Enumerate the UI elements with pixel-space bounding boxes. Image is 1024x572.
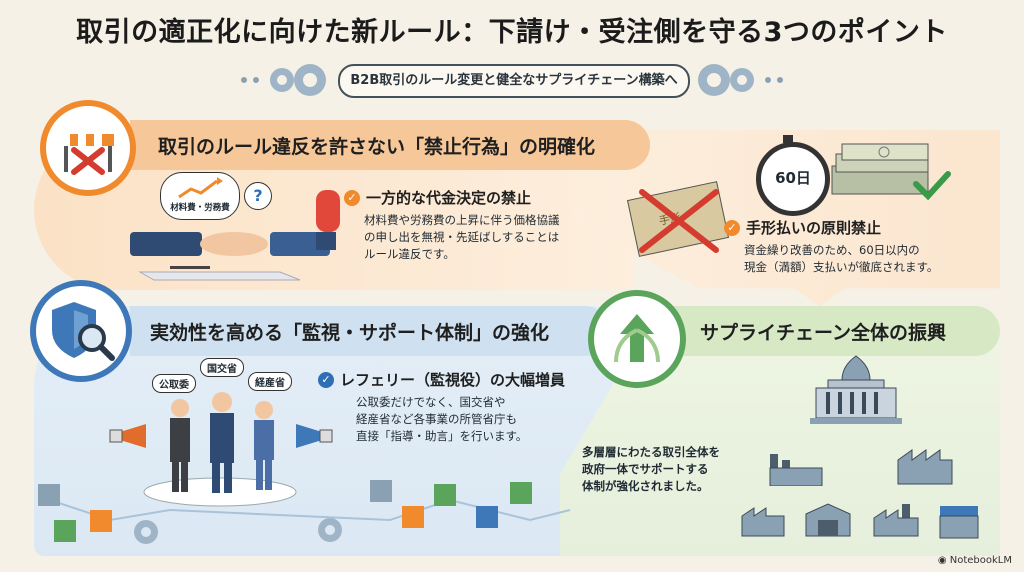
agency-tag: 国交省	[200, 358, 244, 377]
question-bubble: ?	[244, 182, 272, 210]
agency-tag: 経産省	[248, 372, 292, 391]
check-icon: ✓	[344, 190, 360, 206]
notebooklm-logo-icon: ◉	[937, 555, 950, 566]
store-icon	[939, 506, 979, 539]
handshake-illustration	[130, 190, 340, 281]
network-blocks-illustration	[38, 480, 571, 544]
page-title: 取引の適正化に向けた新ルール：下請け・受注側を守る3つのポイント	[76, 17, 948, 48]
point-body-pricing: 材料費や労務費の上昇に伴う価格協議 の申し出を無視・先延ばしすることは ルール違…	[364, 213, 560, 261]
timer-label: 60日	[775, 169, 811, 187]
chart-up-icon	[178, 177, 223, 199]
thought-bubble: 材料費・労務費	[160, 172, 240, 220]
supply-chain-body: 多層層にわたる取引全体を 政府一体でサポートする 体制が強化されました。	[582, 445, 720, 493]
factory-icon	[741, 507, 785, 537]
agency-tag: 公取委	[152, 374, 196, 393]
factory-icon	[873, 504, 919, 537]
point-body-bills: 資金繰り改善のため、60日以内の 現金（満額）支払いが徹底されます。	[744, 243, 939, 274]
cross-icon	[639, 189, 719, 253]
point-title-pricing: 一方的な代金決定の禁止	[366, 189, 532, 207]
check-icon: ✓	[318, 372, 334, 388]
checkmark-icon	[913, 171, 951, 200]
point-body-referees: 公取委だけでなく、国交省や 経産省など各事業の所管省庁も 直接「指導・助言」を行…	[356, 395, 528, 443]
bubble-label: 材料費・労務費	[170, 203, 230, 213]
gear-decoration	[241, 64, 783, 96]
section-header-band	[660, 306, 1000, 356]
warehouse-icon	[805, 503, 851, 537]
referees-illustration	[109, 392, 333, 507]
section-heading-prohibited: 取引のルール違反を許さない「禁止行為」の明確化	[158, 136, 596, 158]
factory-icon	[769, 454, 823, 486]
section-header-band	[130, 306, 610, 356]
barrier-icon	[40, 100, 136, 196]
stopwatch-icon: 60日	[756, 135, 830, 216]
section-header-band	[130, 120, 650, 170]
capitol-building-icon	[810, 355, 902, 424]
subtitle-badge: B2B取引のルール変更と健全なサプライチェーン構築へ	[338, 64, 690, 98]
cash-stack-icon	[831, 143, 929, 195]
shield-magnifier-icon	[30, 280, 132, 382]
brand-label: ◉ NotebookLM	[937, 555, 1012, 566]
section-heading-supply-chain: サプライチェーン全体の振興	[700, 322, 947, 344]
check-icon: ✓	[724, 220, 740, 236]
warehouse-icon	[897, 449, 953, 485]
point-title-bills: 手形払いの原則禁止	[746, 219, 882, 237]
growth-arrow-icon	[588, 290, 686, 388]
section-heading-monitoring: 実効性を高める「監視・サポート体制」の強化	[150, 322, 550, 344]
point-title-referees: レフェリー（監視役）の大幅増員	[340, 371, 566, 389]
